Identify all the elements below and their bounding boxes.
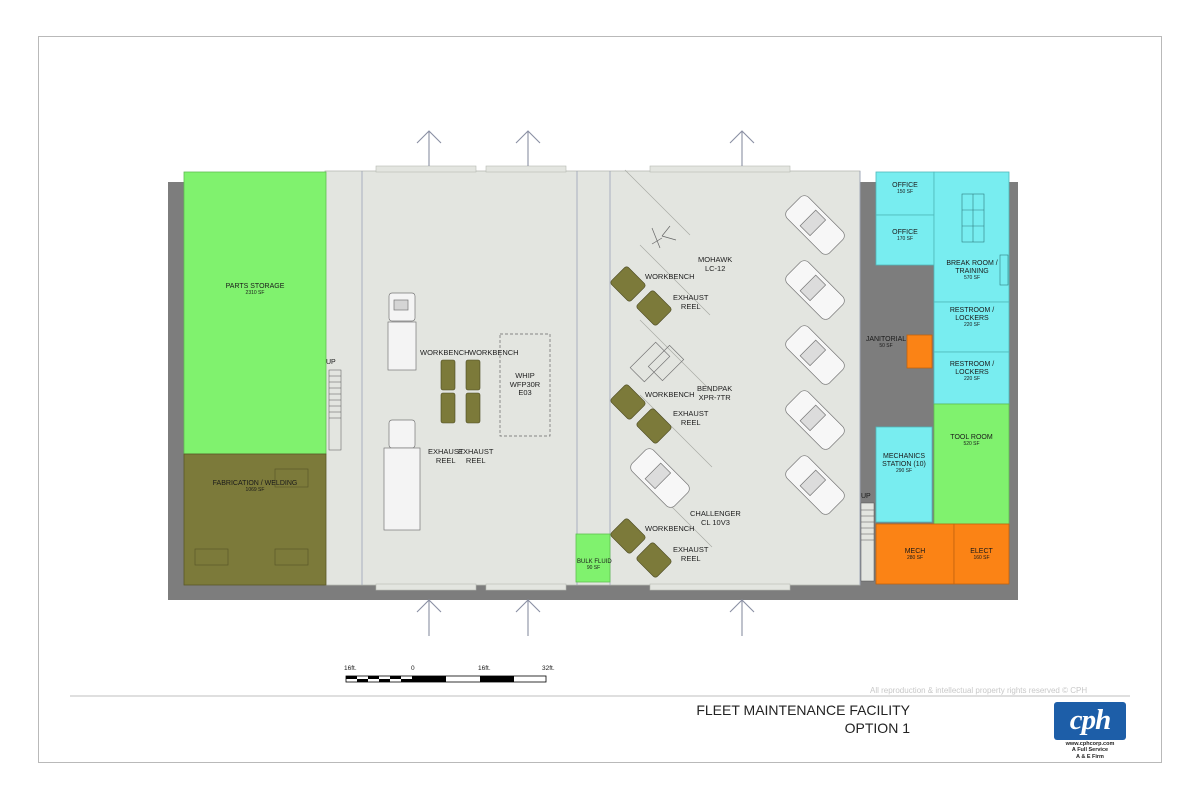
truck-left-1 — [387, 292, 417, 371]
room-restroom-1 — [933, 301, 1010, 353]
room-office-1 — [875, 171, 935, 216]
room-mech — [875, 523, 955, 585]
door-arrows — [416, 130, 755, 636]
workbenches-center — [440, 359, 481, 424]
room-tool — [933, 403, 1010, 525]
parking-stripes — [624, 169, 713, 548]
mohawk-lift-symbol — [651, 225, 677, 249]
drawing-title: FLEET MAINTENANCE FACILITY — [696, 702, 910, 718]
workbench-label: WORKBENCH — [420, 348, 470, 357]
scale-bar — [345, 675, 547, 683]
scale-label: 16ft. — [478, 665, 491, 672]
workbench-group-3 — [610, 518, 672, 578]
logo-caption: www.cphcorp.com A Full Service A & E Fir… — [1065, 741, 1115, 760]
room-parts-storage — [183, 171, 327, 455]
workbench-label: WORKBENCH — [645, 524, 695, 533]
room-break — [933, 171, 1010, 303]
pickup-trucks — [630, 195, 845, 515]
room-fabrication — [183, 453, 327, 586]
cph-logo: cph — [1054, 702, 1126, 740]
scale-label: 0 — [411, 665, 415, 672]
left-stair — [328, 369, 342, 451]
bendpak-lift-symbol — [629, 341, 685, 383]
truck-left-2 — [383, 419, 421, 531]
whip-lift-outline — [499, 333, 551, 437]
stair-up-label: UP — [861, 493, 871, 500]
workbench-group-1 — [610, 266, 672, 326]
right-stair — [860, 502, 875, 582]
room-bulk-fluid — [575, 533, 611, 583]
workbench-label: WORKBENCH — [645, 272, 695, 281]
scale-label: 16ft. — [344, 665, 357, 672]
drawing-sheet — [38, 36, 1162, 763]
workbench-group-2 — [610, 384, 672, 444]
room-elect — [953, 523, 1010, 585]
workbench-label: WORKBENCH — [469, 348, 519, 357]
workbench-label: WORKBENCH — [645, 390, 695, 399]
copyright-notice: All reproduction & intellectual property… — [870, 686, 1088, 695]
room-mechanics — [875, 426, 933, 523]
room-restroom-2 — [933, 351, 1010, 405]
break-room-table — [961, 193, 1009, 286]
room-label-mechanics: MECHANICS STATION (10)290 SF — [882, 453, 926, 475]
fabrication-outlines — [194, 468, 309, 566]
room-janitorial — [906, 334, 933, 369]
stair-up-label: UP — [326, 359, 336, 366]
scale-label: 32ft. — [542, 665, 555, 672]
drawing-subtitle: OPTION 1 — [844, 720, 910, 736]
